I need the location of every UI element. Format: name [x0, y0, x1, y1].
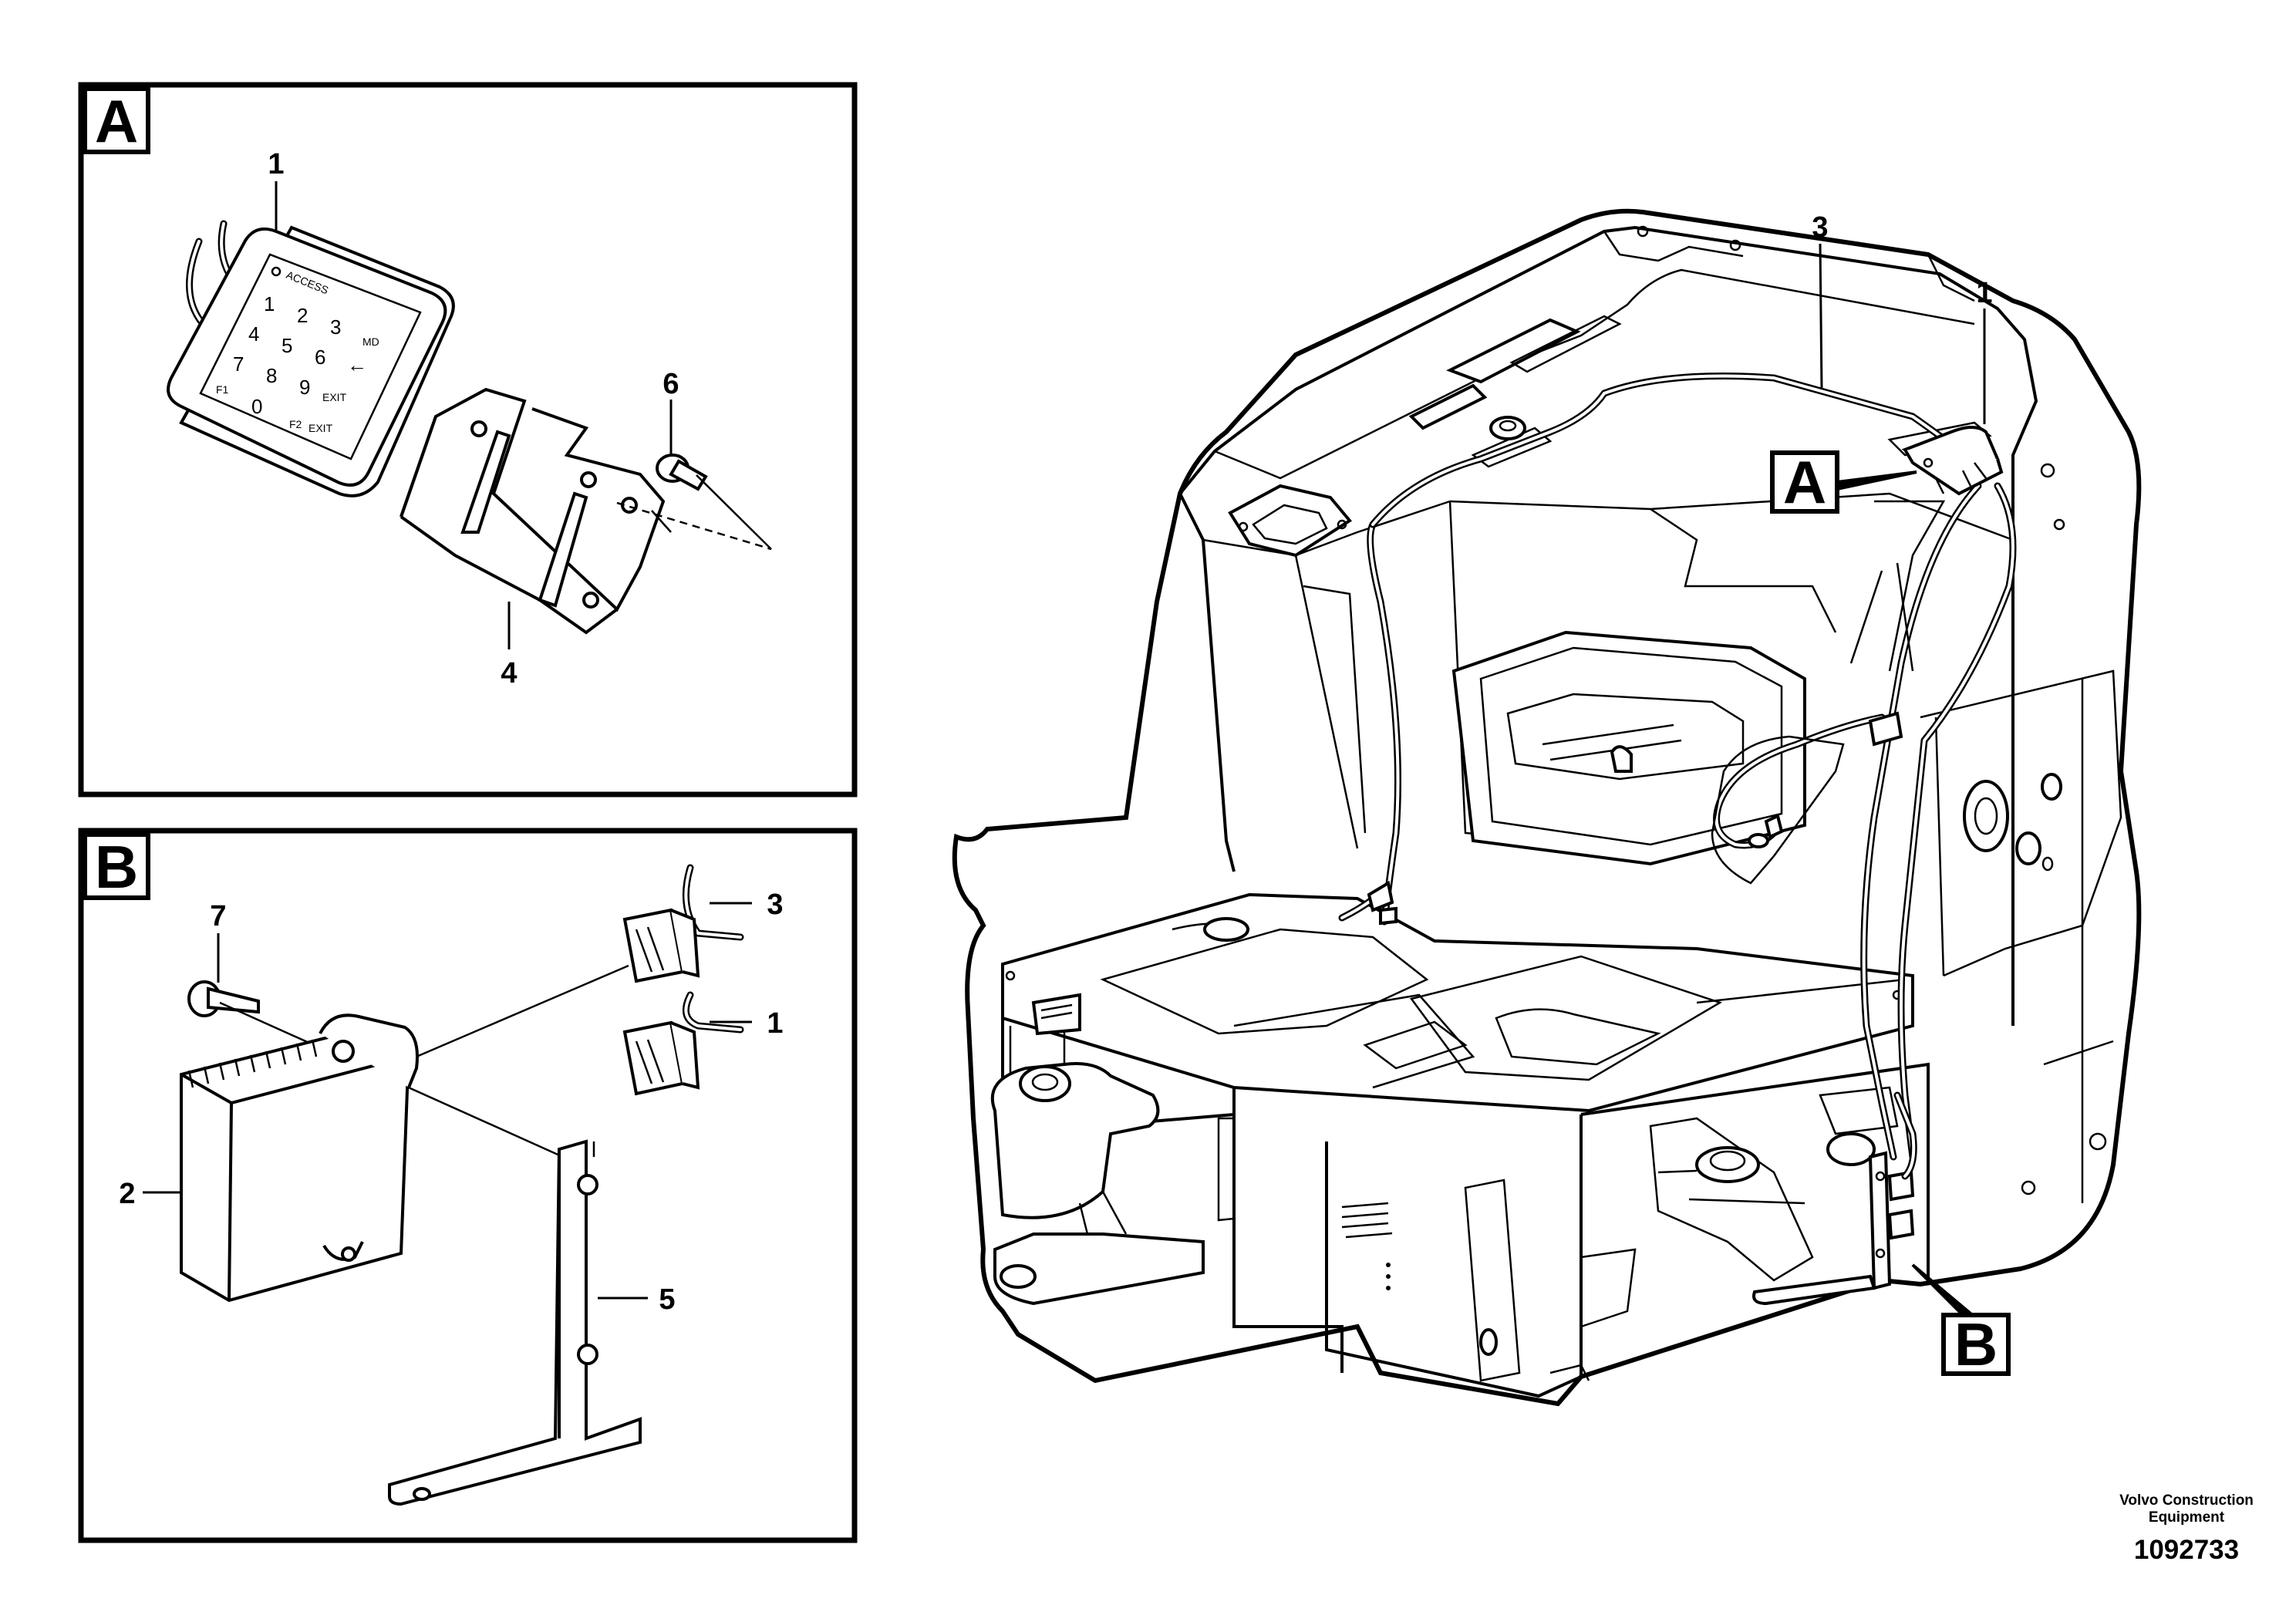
callout-b-7: 7: [210, 900, 226, 932]
flag-a: A: [1770, 448, 1917, 516]
callout-main-3: 3: [1812, 211, 1828, 244]
keypad-icon: [1901, 426, 2004, 496]
control-unit-icon: [1752, 1151, 1915, 1306]
callout-a-4: 4: [501, 657, 517, 690]
panel-b-letter: B: [95, 833, 138, 901]
keypad-keys: 1 2 3 4 5 6 7 8 9 0: [233, 292, 341, 418]
callout-a-1: 1: [268, 148, 284, 180]
detail-panel-a: A ACCESS 1 2 3 4 5 6 7 8 9: [78, 82, 858, 798]
keypad-back-key: ←: [347, 353, 367, 376]
callout-main-1: 1: [1976, 277, 1992, 309]
keypad-exit-label-2: EXIT: [308, 422, 333, 434]
keypad-key-6: 6: [315, 346, 325, 369]
keypad-key-5: 5: [282, 334, 292, 357]
callout-a-6: 6: [663, 368, 679, 400]
keypad-f2-label: F2: [289, 418, 302, 430]
control-unit-icon: [180, 1013, 419, 1303]
company-stamp: Volvo Construction Equipment 1092733: [2086, 1492, 2287, 1568]
connector-icon: [622, 864, 744, 983]
keypad-f1-label: F1: [216, 383, 229, 396]
keypad-key-2: 2: [297, 304, 308, 327]
callout-b-2: 2: [119, 1178, 135, 1210]
machine-frame-view: [952, 208, 2142, 1407]
panel-a-letter: A: [95, 87, 138, 155]
keypad-key-0: 0: [251, 395, 262, 418]
keypad-key-4: 4: [248, 322, 259, 346]
flag-b: B: [1911, 1263, 2011, 1378]
flag-b-letter: B: [1954, 1310, 1998, 1378]
connector-icon: [622, 991, 744, 1096]
keypad-key-8: 8: [266, 364, 277, 387]
keypad-icon: ACCESS 1 2 3 4 5 6 7 8 9 0 MD ← F1 F2 EX…: [167, 220, 455, 497]
bolt-icon: [616, 454, 772, 551]
company-line-2: Equipment: [2148, 1509, 2225, 1526]
detail-panel-b: B: [78, 828, 858, 1543]
keypad-md-label: MD: [362, 336, 379, 348]
flag-a-letter: A: [1783, 448, 1826, 516]
keypad-key-7: 7: [233, 352, 244, 376]
callout-b-3: 3: [767, 889, 783, 921]
keypad-key-9: 9: [299, 376, 310, 399]
company-line-1: Volvo Construction: [2119, 1492, 2254, 1509]
callout-b-1: 1: [767, 1007, 783, 1040]
callout-b-5: 5: [659, 1283, 675, 1316]
keypad-key-3: 3: [330, 315, 341, 339]
bracket-icon: [400, 387, 666, 635]
drawing-number: 1092733: [2133, 1535, 2240, 1565]
keypad-exit-label-1: EXIT: [322, 391, 347, 403]
keypad-key-1: 1: [264, 292, 275, 315]
bracket-icon: [388, 1139, 642, 1506]
